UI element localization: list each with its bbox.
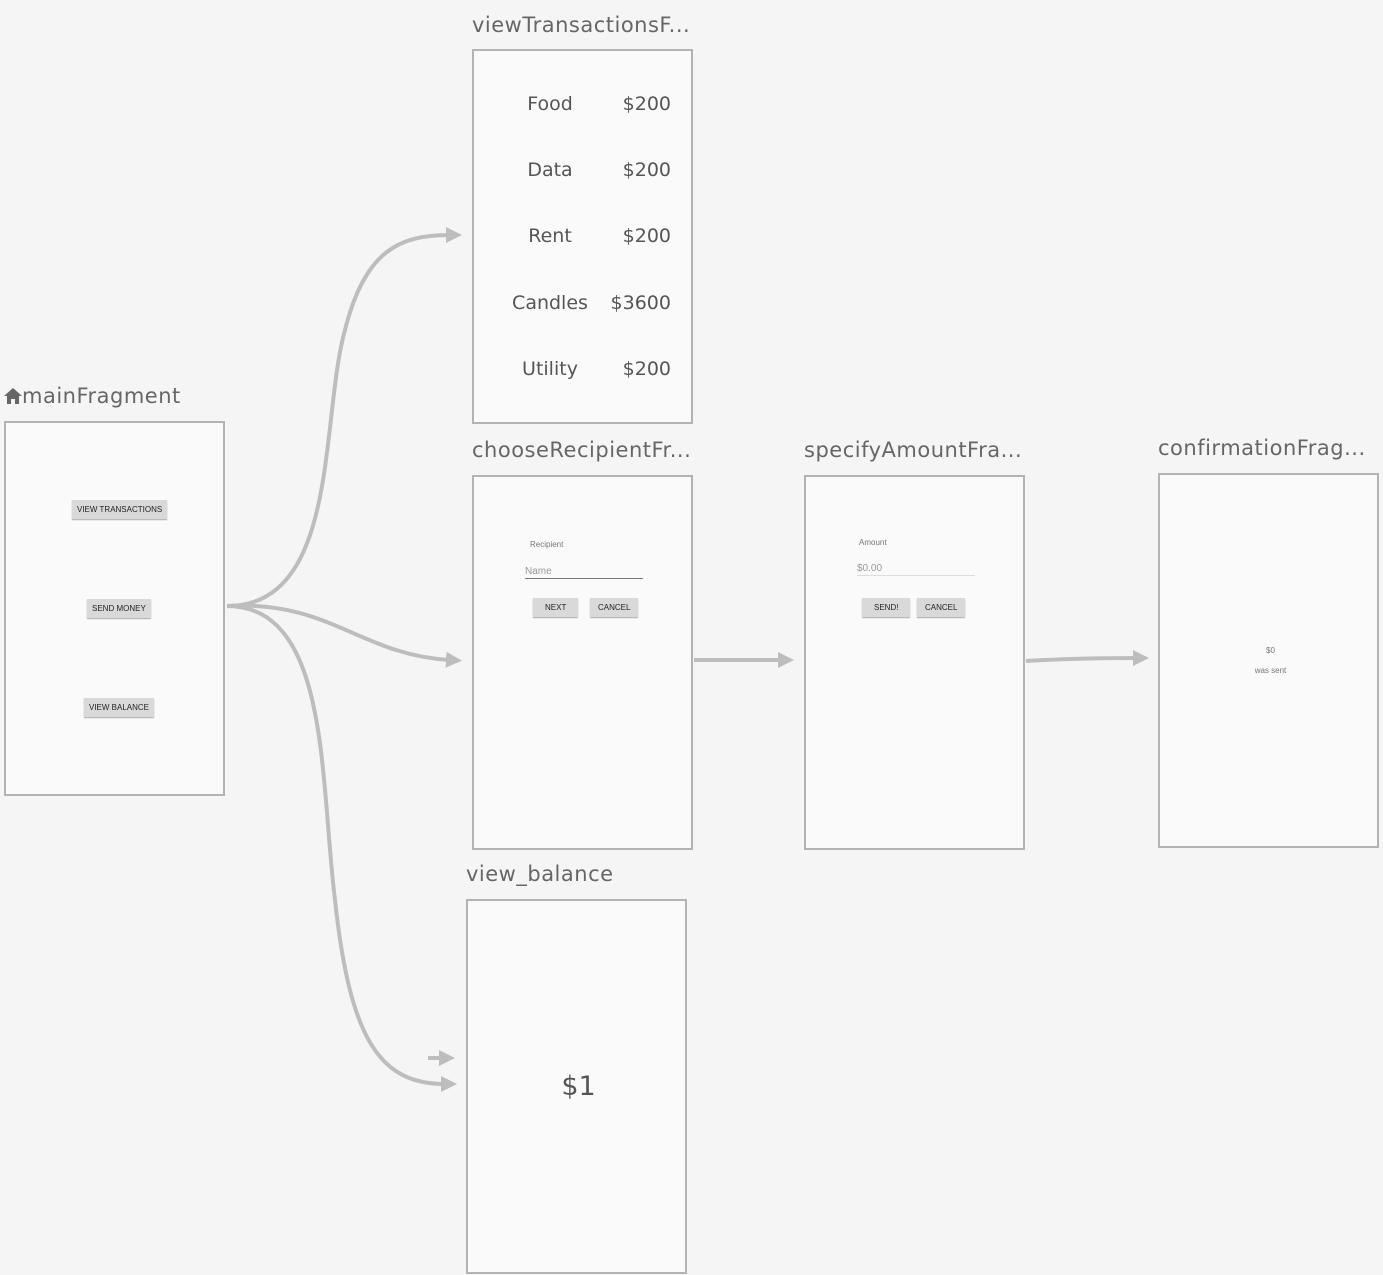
- transaction-value: $3600: [610, 292, 671, 314]
- transaction-row: Food $200: [474, 93, 695, 123]
- confirmation-title: confirmationFrag...: [1158, 436, 1366, 460]
- view-balance-title: view_balance: [466, 862, 614, 886]
- choose-recipient-title: chooseRecipientFr...: [472, 438, 692, 462]
- confirmation-preview[interactable]: $0 was sent: [1158, 473, 1379, 848]
- view-balance-button[interactable]: VIEW BALANCE: [84, 698, 155, 717]
- sent-message: was sent: [1254, 666, 1287, 675]
- next-button[interactable]: NEXT: [533, 598, 579, 617]
- transaction-label: Utility: [522, 358, 578, 380]
- amount-input[interactable]: $0.00: [857, 563, 975, 576]
- transaction-value: $200: [622, 358, 671, 380]
- specify-amount-title: specifyAmountFra...: [804, 438, 1023, 462]
- view-transactions-preview[interactable]: Food$200 Data$200 Rent$200 Candles$3600 …: [472, 49, 693, 424]
- amount-label: Amount: [859, 538, 887, 547]
- main-fragment-name: mainFragment: [22, 384, 181, 408]
- transaction-value: $200: [622, 159, 671, 181]
- main-fragment-preview[interactable]: VIEW TRANSACTIONS SEND MONEY VIEW BALANC…: [4, 421, 225, 796]
- recipient-name-input[interactable]: Name: [525, 566, 643, 579]
- specify-amount-preview[interactable]: Amount $0.00 SEND! CANCEL: [804, 475, 1025, 850]
- send-button[interactable]: SEND!: [862, 598, 911, 617]
- transaction-label: Candles: [512, 292, 588, 314]
- home-icon: [4, 388, 22, 404]
- action-main-to-recipient[interactable]: [226, 603, 462, 668]
- transaction-row: Data $200: [474, 159, 695, 189]
- cancel-button[interactable]: CANCEL: [917, 598, 966, 617]
- action-amount-to-confirmation[interactable]: [1025, 650, 1149, 667]
- view-transactions-button[interactable]: VIEW TRANSACTIONS: [72, 500, 168, 519]
- transaction-value: $200: [622, 93, 671, 115]
- transaction-label: Data: [527, 159, 573, 181]
- transaction-row: Rent $200: [474, 225, 695, 255]
- transaction-label: Rent: [528, 225, 572, 247]
- transaction-label: Food: [527, 93, 573, 115]
- send-money-button[interactable]: SEND MONEY: [87, 599, 151, 618]
- action-main-to-transactions[interactable]: [226, 227, 462, 608]
- transaction-value: $200: [622, 225, 671, 247]
- view-transactions-title: viewTransactionsF...: [472, 13, 691, 37]
- recipient-label: Recipient: [530, 540, 564, 549]
- choose-recipient-preview[interactable]: Recipient Name NEXT CANCEL: [472, 475, 693, 850]
- cancel-button[interactable]: CANCEL: [590, 598, 639, 617]
- main-fragment-title: mainFragment: [4, 384, 181, 408]
- transaction-row: Candles $3600: [474, 292, 695, 322]
- view-balance-preview[interactable]: $1: [466, 899, 687, 1274]
- sent-amount: $0: [1266, 646, 1275, 655]
- balance-amount: $1: [561, 1071, 596, 1102]
- action-main-to-balance[interactable]: [226, 604, 457, 1092]
- transaction-row: Utility $200: [474, 358, 695, 388]
